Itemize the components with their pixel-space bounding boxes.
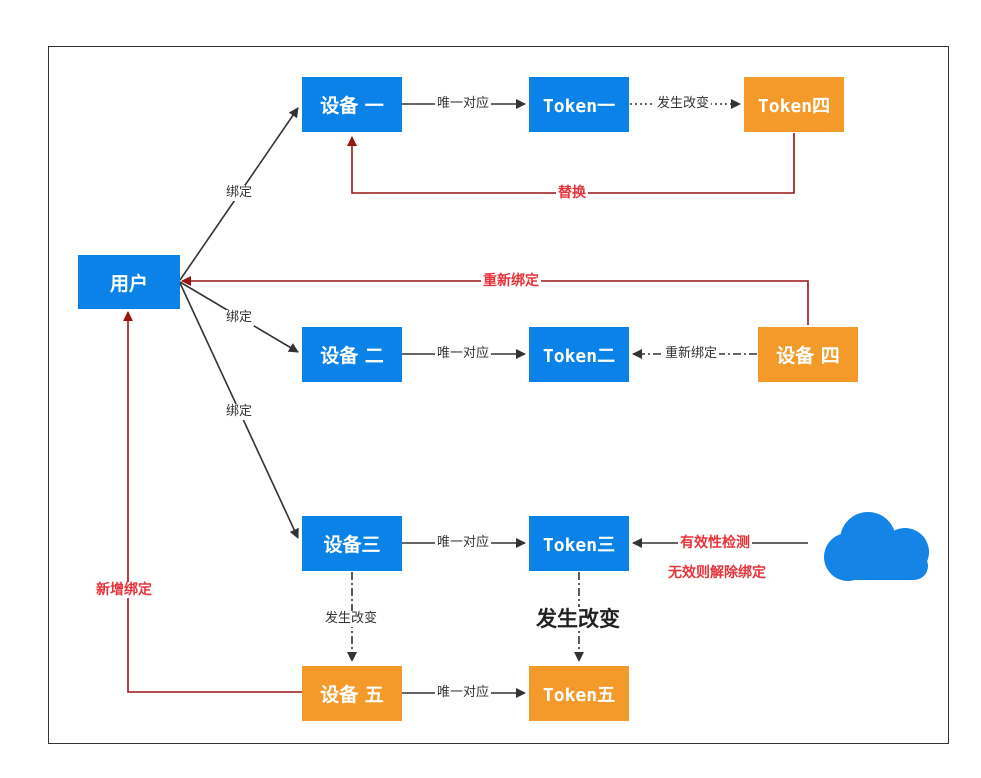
label-changed-token-big: 发生改变: [534, 607, 622, 631]
label-one-to-one-1: 唯一对应: [435, 96, 492, 112]
token3-node: Token三: [529, 516, 629, 571]
label-changed-device: 发生改变: [323, 611, 380, 627]
label-invalid-unbind: 无效则解除绑定: [668, 565, 766, 581]
label-one-to-one-3: 唯一对应: [435, 535, 492, 551]
label-new-binding: 新增绑定: [94, 582, 154, 598]
edge-device4-user-rebind: [181, 276, 809, 325]
device5-node: 设备 五: [302, 666, 402, 721]
token2-node: Token二: [529, 327, 629, 382]
token4-node: Token四: [744, 77, 844, 132]
device1-node: 设备 一: [302, 77, 402, 132]
user-node: 用户: [78, 255, 180, 309]
label-changed-token: 发生改变: [655, 96, 712, 112]
label-bind-2: 绑定: [224, 310, 255, 326]
device3-node: 设备三: [302, 516, 402, 571]
device4-node: 设备 四: [758, 327, 858, 382]
edge-device5-user-newbind: [123, 311, 302, 693]
token1-node: Token一: [529, 77, 629, 132]
device2-node: 设备 二: [302, 327, 402, 382]
cloud-icon: [824, 512, 929, 581]
label-one-to-one-5: 唯一对应: [435, 685, 492, 701]
label-rebind-red: 重新绑定: [481, 273, 541, 289]
label-rebind-gray: 重新绑定: [663, 346, 720, 362]
edge-token4-device1-replace: [347, 133, 795, 194]
label-one-to-one-2: 唯一对应: [435, 346, 492, 362]
label-bind-3: 绑定: [224, 404, 255, 420]
token5-node: Token五: [529, 666, 629, 721]
label-validity-check: 有效性检测: [678, 535, 752, 551]
diagram-frame: [48, 46, 949, 744]
label-bind-1: 绑定: [224, 185, 255, 201]
label-replace: 替换: [556, 185, 588, 201]
